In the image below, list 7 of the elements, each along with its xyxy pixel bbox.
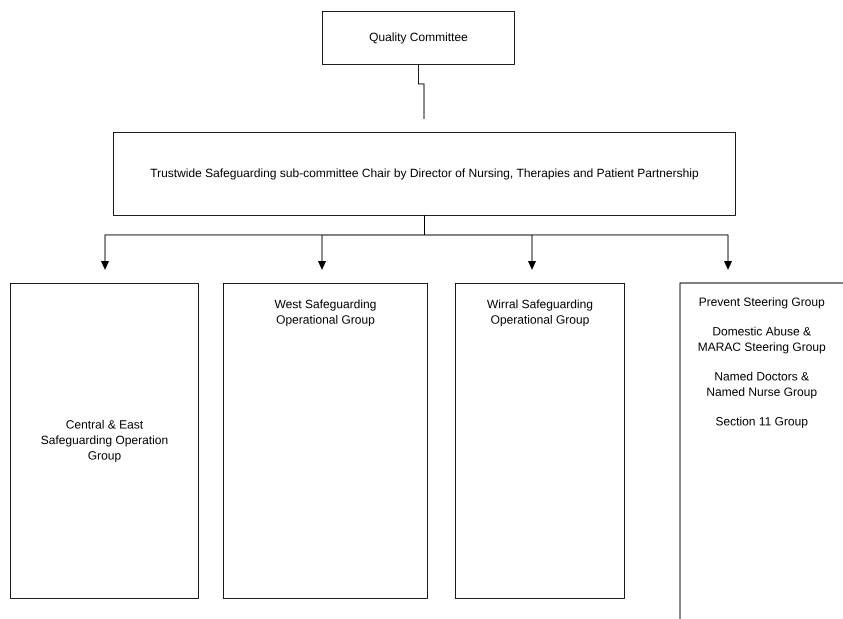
group-box: Central & East Safeguarding Operation Group — [10, 283, 199, 599]
committee-box: Quality Committee — [322, 11, 515, 65]
group-box: West Safeguarding Operational Group — [223, 283, 428, 599]
group-list-box: Prevent Steering Group Domestic Abuse & MARAC Steering Group Named Doctors & Named Nurse Group Section 11 Group — [680, 282, 843, 619]
connector-line — [418, 64, 424, 120]
committee-box: Trustwide Safeguarding sub-committee Chair by Director of Nursing, Therapies and Patient Partnership — [113, 132, 736, 216]
group-box: Wirral Safeguarding Operational Group — [455, 283, 625, 599]
